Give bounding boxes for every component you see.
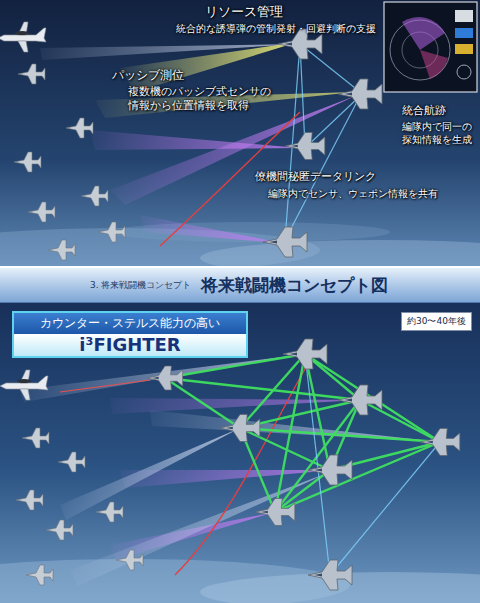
section-number: 3. 将来戦闘機コンセプト — [90, 279, 191, 292]
title-band: 3. 将来戦闘機コンセプト将来戦闘機コンセプト図 — [0, 268, 480, 303]
timeframe-text: 約30〜40年後 — [407, 315, 466, 328]
callout-body: 複数機のパッシブ式センサの 情報から位置情報を取得 — [128, 85, 271, 114]
callout-body: 編隊内でセンサ、ウェポン情報を共有 — [268, 187, 438, 200]
callout-body: 統合的な誘導弾の管制発射・回避判断の支援 — [176, 22, 376, 35]
callout-heading: 僚機間秘匿データリンク — [255, 170, 376, 184]
callout-heading: リソース管理 — [205, 4, 283, 21]
concept-subtitle: カウンター・ステルス能力の高い — [14, 313, 246, 334]
concept-name: i³FIGHTER — [14, 334, 246, 356]
callout-heading: 統合航跡 — [402, 104, 446, 118]
callout-heading: パッシブ測位 — [112, 68, 184, 84]
callout-body: 編隊内で同一の 探知情報を生成 — [402, 120, 472, 146]
timeframe-box: 約30〜40年後 — [401, 312, 472, 331]
slide-title: 将来戦闘機コンセプト図 — [201, 274, 388, 297]
radar-display — [384, 2, 477, 92]
concept-box: カウンター・ステルス能力の高いi³FIGHTER — [12, 311, 248, 358]
